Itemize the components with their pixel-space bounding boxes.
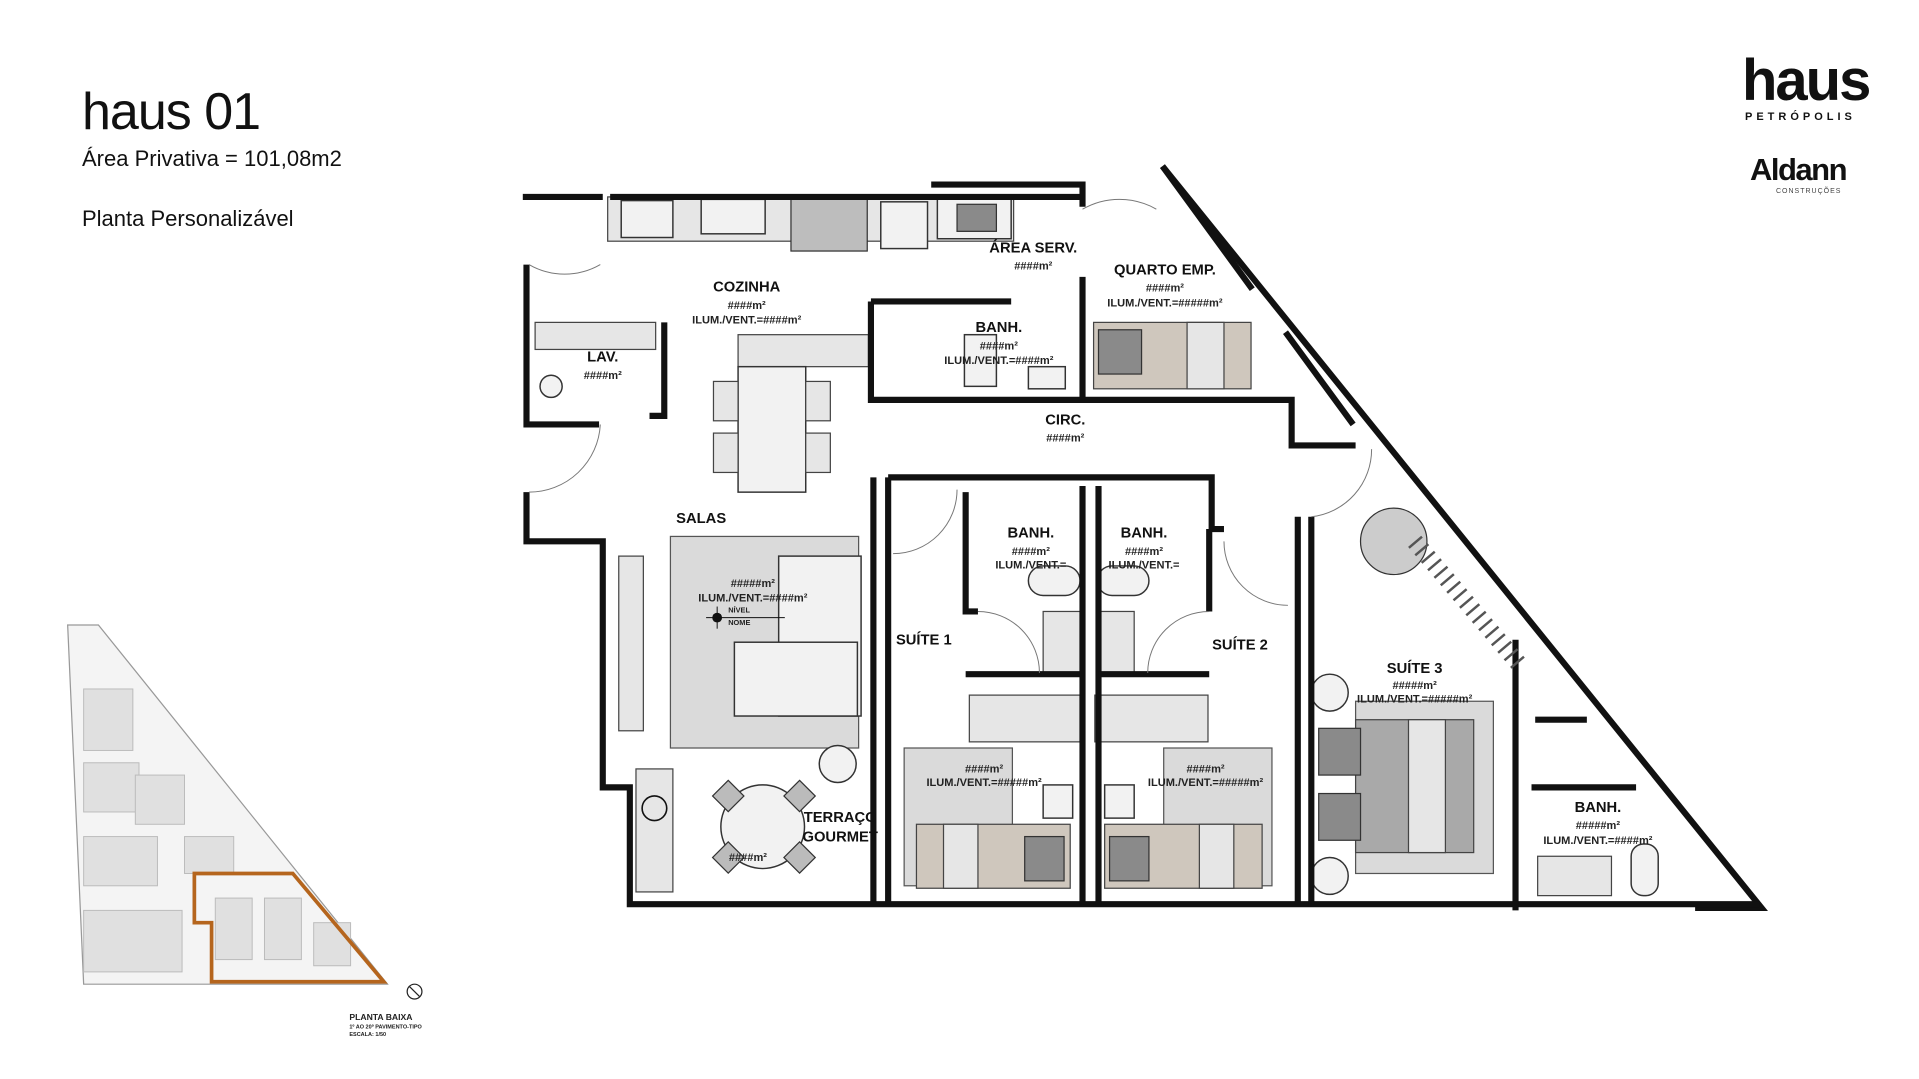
level-label: NÍVEL xyxy=(728,606,750,615)
room-ilum: ILUM./VENT.=####m² xyxy=(944,355,1053,367)
room-banh-emp: BANH. ####m² ILUM./VENT.=####m² xyxy=(944,320,1053,367)
room-cozinha: COZINHA ####m² ILUM./VENT.=####m² xyxy=(692,280,801,327)
room-banh-suite3: BANH. #####m² ILUM./VENT.=####m² xyxy=(1543,800,1652,847)
room-ilum: ILUM./VENT.=####m² xyxy=(692,315,801,327)
unit-title: haus 01 xyxy=(82,83,261,141)
room-banh-suite2: BANH. ####m² ILUM./VENT.= xyxy=(1109,526,1180,572)
room-area: ####m² xyxy=(729,852,767,864)
room-ilum: ILUM./VENT.=#####m² xyxy=(1357,693,1473,705)
room-area: ####m² xyxy=(1014,260,1052,272)
furniture xyxy=(534,196,1659,897)
room-name: SUÍTE 2 xyxy=(1212,637,1268,654)
room-salas: SALAS #####m² ILUM./VENT.=####m² NÍVEL N… xyxy=(676,511,808,629)
room-terraco: TERRAÇO GOURMET ####m² xyxy=(729,810,878,864)
room-name: CIRC. xyxy=(1045,412,1085,428)
level-name: NOME xyxy=(728,618,750,627)
room-area: #####m² xyxy=(1392,680,1437,692)
room-area: ####m² xyxy=(1125,546,1163,558)
door-swings xyxy=(528,198,1526,673)
room-name-1: TERRAÇO xyxy=(804,810,877,826)
room-area: ####m² xyxy=(1012,546,1050,558)
room-area: ####m² xyxy=(980,340,1018,352)
aldann-logo-sub: CONSTRUÇÕES xyxy=(1776,188,1842,195)
room-labels: COZINHA ####m² ILUM./VENT.=####m² ÁREA S… xyxy=(584,239,1653,864)
key-plan: PLANTA BAIXA 1º AO 20º PAVIMENTO-TIPO ES… xyxy=(67,624,423,1038)
room-quarto-emp: QUARTO EMP. ####m² ILUM./VENT.=#####m² xyxy=(1107,262,1223,309)
room-banh-suite1: BANH. ####m² ILUM./VENT.= xyxy=(995,526,1066,572)
aldann-logo: Aldann xyxy=(1750,152,1848,187)
room-name: COZINHA xyxy=(713,280,781,296)
room-suite1: SUÍTE 1 ####m² ILUM./VENT.=#####m² xyxy=(896,632,1042,789)
room-name: SUÍTE 3 xyxy=(1387,660,1443,677)
room-name: BANH. xyxy=(1575,800,1622,816)
room-name: QUARTO EMP. xyxy=(1114,262,1216,278)
room-name: SUÍTE 1 xyxy=(896,632,952,649)
room-name: LAV. xyxy=(587,350,618,366)
room-ilum: ILUM./VENT.=####m² xyxy=(698,593,807,605)
room-suite2: SUÍTE 2 ####m² ILUM./VENT.=#####m² xyxy=(1148,637,1268,790)
room-ilum: ILUM./VENT.=#####m² xyxy=(1107,297,1223,309)
haus-logo: haus xyxy=(1742,48,1871,113)
room-ilum: ILUM./VENT.=#####m² xyxy=(926,777,1042,789)
haus-logo-city: PETRÓPOLIS xyxy=(1745,111,1856,123)
room-name: BANH. xyxy=(976,320,1023,336)
room-ilum: ILUM./VENT.=####m² xyxy=(1543,835,1652,847)
room-area: ####m² xyxy=(965,764,1003,776)
room-name: BANH. xyxy=(1007,526,1054,542)
room-suite3: SUÍTE 3 #####m² ILUM./VENT.=#####m² xyxy=(1357,660,1473,706)
private-area: Área Privativa = 101,08m2 xyxy=(82,146,342,171)
room-area: #####m² xyxy=(731,578,776,590)
room-name: ÁREA SERV. xyxy=(989,239,1077,256)
room-name-2: GOURMET xyxy=(802,829,877,845)
level-marker-icon xyxy=(706,606,785,629)
room-circ: CIRC. ####m² xyxy=(1045,412,1085,444)
room-area: #####m² xyxy=(1576,820,1621,832)
room-area: ####m² xyxy=(1046,433,1084,445)
room-area: ####m² xyxy=(584,370,622,382)
room-ilum: ILUM./VENT.= xyxy=(1109,559,1180,571)
room-name: BANH. xyxy=(1121,526,1168,542)
room-lav: LAV. ####m² xyxy=(584,350,622,382)
room-ilum: ILUM./VENT.= xyxy=(995,559,1066,571)
room-ilum: ILUM./VENT.=#####m² xyxy=(1148,777,1264,789)
key-plan-title: PLANTA BAIXA xyxy=(349,1012,412,1022)
room-area: ####m² xyxy=(728,300,766,312)
key-plan-floors: 1º AO 20º PAVIMENTO-TIPO xyxy=(349,1024,422,1030)
room-area: ####m² xyxy=(1186,764,1224,776)
walls xyxy=(522,164,1768,911)
key-plan-scale: ESCALA: 1/50 xyxy=(349,1032,386,1038)
room-name: SALAS xyxy=(676,511,726,527)
plan-subtitle: Planta Personalizável xyxy=(82,206,294,231)
room-area-servico: ÁREA SERV. ####m² xyxy=(989,239,1077,272)
room-area: ####m² xyxy=(1146,283,1184,295)
